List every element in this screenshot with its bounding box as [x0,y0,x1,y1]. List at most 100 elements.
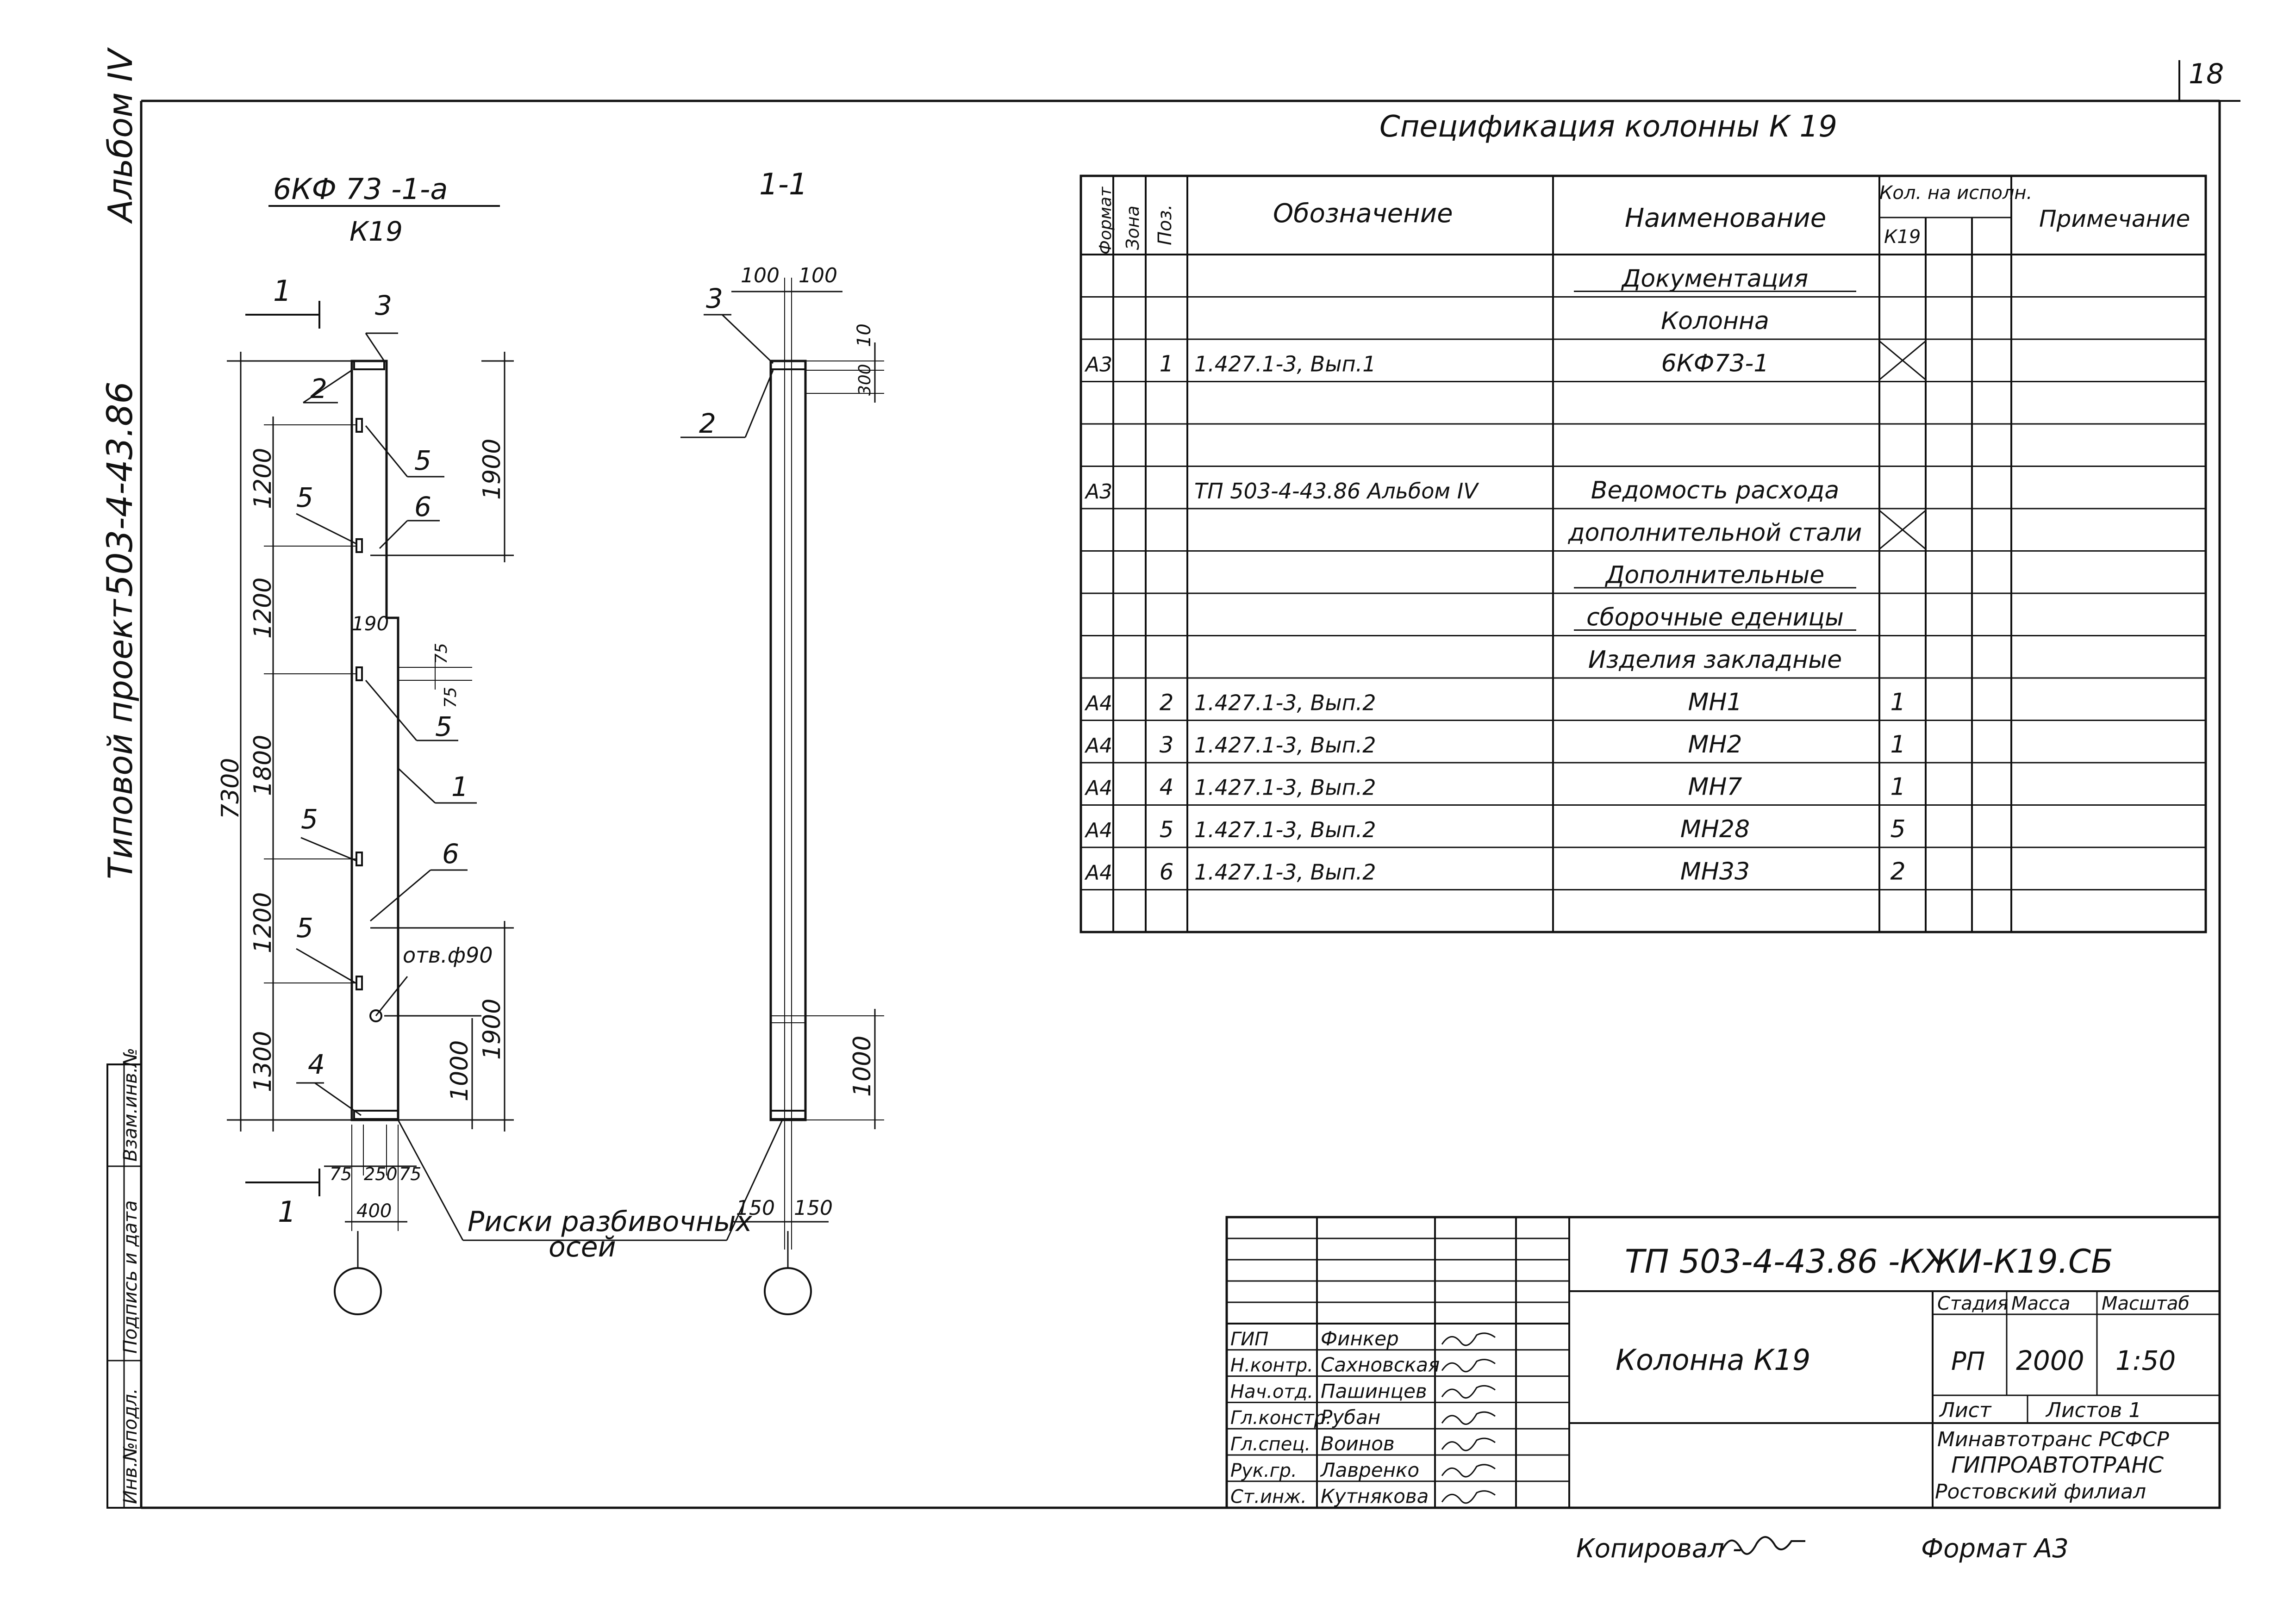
embed-part [356,418,363,433]
axis-circle-section [764,1267,812,1315]
hole-label: отв.ф90 [403,943,493,968]
embed-part [356,538,363,553]
section-dim-right-2: 300 [855,364,874,396]
embed-part [356,976,363,990]
tb-staff-name: Рубан [1321,1406,1380,1429]
copied-by: Копировал - [1576,1534,1742,1564]
copyist-signature [1721,1536,1805,1555]
spec-grid [1079,174,2207,933]
spec-cell-qty: 1 [1890,731,1905,759]
spec-cell-qty: 1 [1890,773,1905,801]
spec-cell-designation: 1.427.1-3, Вып.1 [1194,352,1376,377]
tb-sheet-label: Лист [1939,1399,1992,1422]
spec-cell-qty: 1 [1890,689,1905,716]
embed-part [356,852,363,866]
section-dim-right-1: 10 [854,323,875,347]
spec-cell-designation: 1.427.1-3, Вып.2 [1194,775,1376,800]
spec-cell-format: А4 [1084,777,1112,800]
spec-row: сборочные еденицы [1574,604,1856,632]
column-outline [350,360,399,1121]
spec-table: Спецификация колонны К 19 Формат Зона По… [1079,110,2207,933]
dim-chain-5: 1200 [249,448,277,509]
tb-staff-row: Гл.спец.Воинов [1230,1432,1496,1455]
axis-marks-label-1: Риски разбивочных [468,1206,752,1238]
spec-cell-format: А4 [1084,861,1112,885]
spec-cell-pos: 3 [1160,732,1174,758]
elevation-subtitle: К19 [349,216,403,247]
pos-6a: 6 [414,491,431,522]
sheet-number: 18 [2189,58,2224,90]
spec-row: дополнительной стали [1568,510,1926,550]
tb-scale-label: Масштаб [2102,1293,2190,1314]
spec-cell-designation: 1.427.1-3, Вып.2 [1194,817,1376,842]
tb-staff-name: Сахновская [1321,1354,1440,1376]
spec-cell-designation: 1.427.1-3, Вып.2 [1194,690,1376,715]
dim-bottom-2: 250 [364,1164,398,1184]
pos-4: 4 [308,1049,325,1080]
spec-header-name: Наименование [1625,203,1826,233]
tb-staff-name: Воинов [1321,1432,1395,1455]
side-project-label: Типовой проект [101,598,140,879]
dim-chain-4: 1200 [249,578,277,639]
tb-stage: РП [1951,1347,1985,1376]
spec-cell-qty: 2 [1890,858,1905,886]
spec-cell-format: А3 [1084,353,1112,377]
pos-5c: 5 [435,711,452,742]
section-top-plate [770,360,806,370]
dim-bottom-3: 75 [399,1164,421,1184]
axis-marks-label-2: осей [549,1231,616,1263]
section-dim-top-1: 100 [741,264,780,287]
spec-cell-name: Изделия закладные [1588,646,1842,674]
spec-cell-name: Колонна [1661,307,1769,335]
spec-header-designation: Обозначение [1273,199,1453,229]
tb-code: ТП 503-4-43.86 -КЖИ-К19.СБ [1625,1243,2113,1281]
spec-cell-name: МН2 [1688,731,1742,759]
tb-staff-role: ГИП [1230,1329,1268,1350]
pos-1: 1 [451,771,468,802]
spec-cell-designation: 1.427.1-3, Вып.2 [1194,860,1376,885]
tb-sheets-label: Листов 1 [2045,1399,2141,1422]
section-dim-bottom-2: 150 [794,1196,833,1220]
section-pos-2: 2 [699,408,716,439]
spec-cell-pos: 4 [1160,775,1174,801]
tb-staff-row: Ст.инж.Кутнякова [1230,1485,1496,1508]
embed-part [356,666,363,681]
spec-cell-format: А4 [1084,819,1112,842]
side-field-inv: Инв.№подл. [120,1388,141,1504]
spec-row: Дополнительные [1574,561,1856,589]
pos-5e: 5 [296,912,313,944]
spec-cell-pos: 2 [1160,690,1174,716]
axis-circle-elevation [334,1267,382,1315]
tb-staff-role: Ст.инж. [1230,1486,1307,1508]
tb-staff-role: Гл.констр. [1230,1407,1332,1429]
elevation-title: 6КФ 73 -1-а [273,172,448,206]
pos-6b: 6 [442,838,459,870]
title-block: ТП 503-4-43.86 -КЖИ-К19.СБ Колонна К19 С… [1225,1216,2221,1509]
tb-staff-row: Н.контр.Сахновская [1230,1354,1496,1376]
column-section: 1-1 100 100 10 300 1000 150 150 3 2 [680,168,884,1315]
bottom-plate [353,1110,399,1120]
side-project-stamp: Альбом IV Типовой проект 503-4-43.86 [99,47,140,879]
cut-marker-bottom: 1 [278,1195,296,1229]
spec-row: Изделия закладные [1588,646,1842,674]
section-bottom-plate [770,1110,806,1120]
section-pos-3: 3 [706,283,723,314]
spec-cell-format: А4 [1084,692,1112,715]
tb-staff-role: Рук.гр. [1230,1460,1297,1481]
tb-staff-role: Нач.отд. [1230,1381,1313,1402]
tb-staff-row: Нач.отд.Пашинцев [1230,1380,1496,1402]
dim-bottom-4: 400 [356,1200,392,1222]
pos-5d: 5 [301,803,318,835]
spec-cell-format: А3 [1084,480,1112,504]
spec-cell-pos: 1 [1160,351,1174,377]
spec-cell-name: Дополнительные [1605,561,1825,589]
tb-staff-signature [1441,1437,1496,1451]
